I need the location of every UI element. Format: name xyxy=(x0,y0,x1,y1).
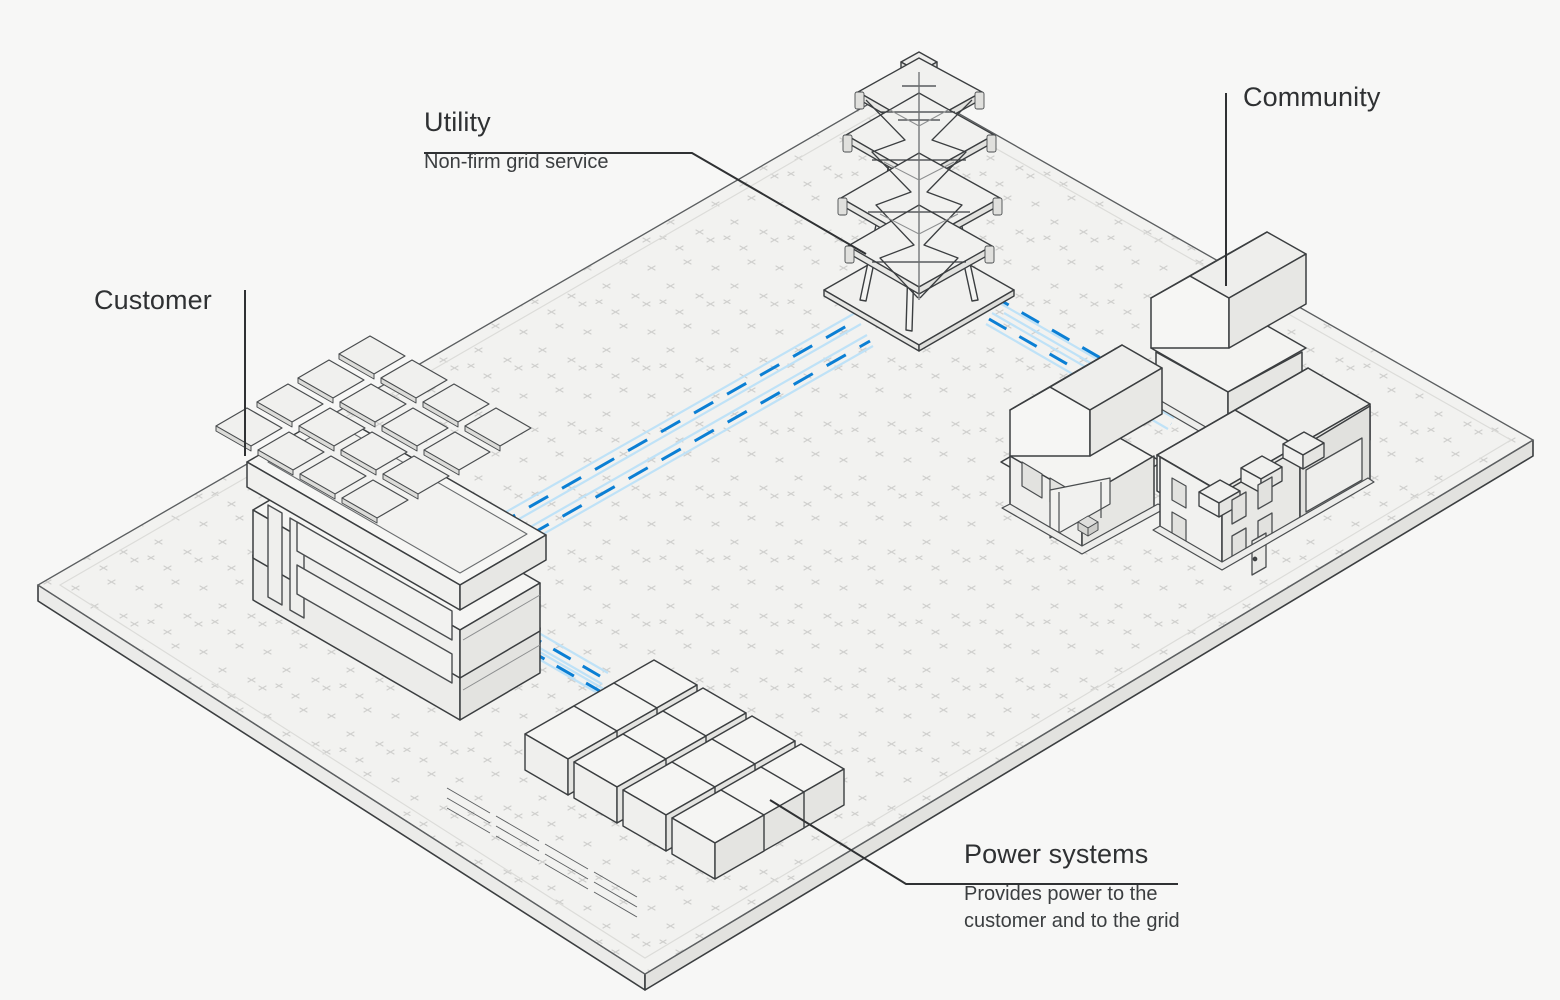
flow-customer-to-utility xyxy=(491,312,874,554)
label-utility-subtitle-line1: Non-firm grid service xyxy=(424,151,609,174)
label-community: Community xyxy=(1243,82,1381,112)
label-utility-subtitle: Non-firm grid service xyxy=(424,149,608,176)
battery-row-front xyxy=(524,705,765,880)
house-front-right xyxy=(1152,367,1375,576)
community-houses xyxy=(1000,231,1375,576)
leader-power-systems xyxy=(769,799,1178,885)
label-power-systems-subtitle: Provides power to the customer and to th… xyxy=(964,881,1180,935)
leader-lines xyxy=(244,93,1227,885)
label-customer: Customer xyxy=(94,285,212,315)
label-community-title: Community xyxy=(1243,82,1381,112)
leader-utility xyxy=(424,152,867,255)
label-customer-title: Customer xyxy=(94,285,212,315)
transmission-tower xyxy=(823,51,1015,352)
label-power-systems: Power systems Provides power to the cust… xyxy=(964,840,1180,935)
label-power-systems-subtitle-line1: Provides power to the xyxy=(964,883,1158,906)
house-back xyxy=(1148,231,1311,449)
house-left xyxy=(1000,344,1167,555)
solar-array xyxy=(215,335,532,524)
label-utility: Utility Non-firm grid service xyxy=(424,108,608,176)
label-power-systems-title: Power systems xyxy=(964,839,1149,869)
label-utility-title: Utility xyxy=(424,107,491,137)
label-power-systems-subtitle-line2: customer and to the grid xyxy=(964,910,1180,933)
customer-building xyxy=(215,335,547,721)
